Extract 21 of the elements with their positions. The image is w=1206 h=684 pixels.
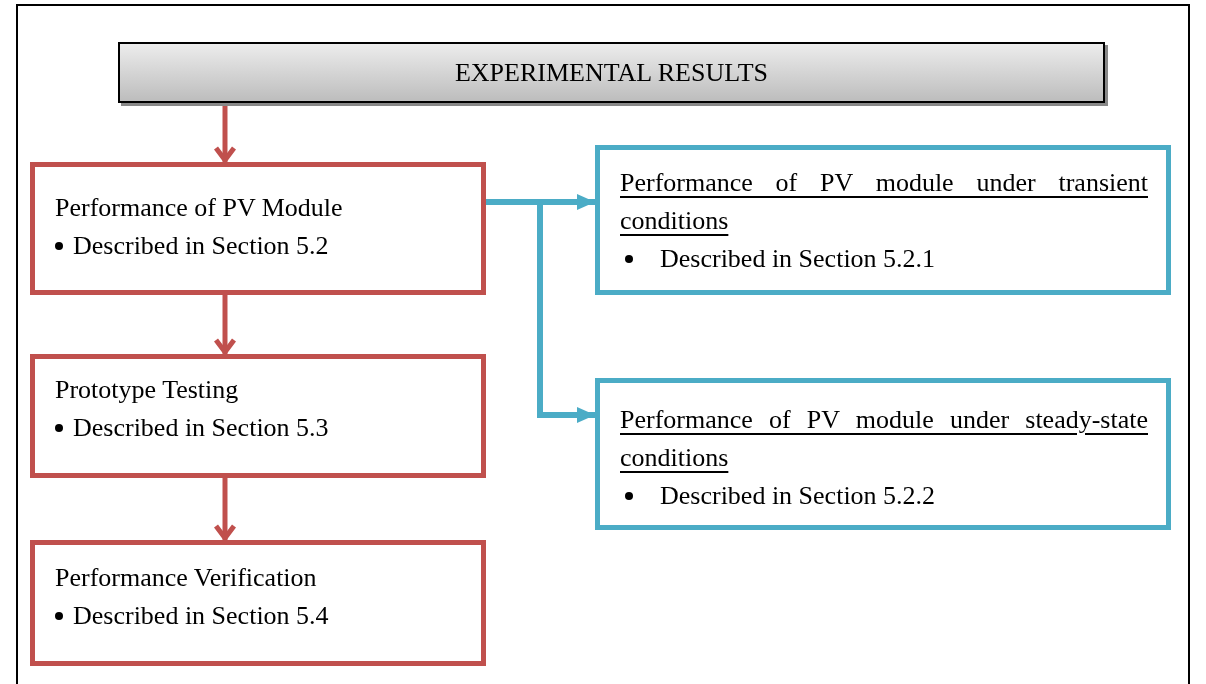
bullet-text: Described in Section 5.2	[73, 230, 329, 262]
box-heading: Performance of PV module under steady-state conditions	[620, 404, 1148, 474]
process-box	[30, 354, 486, 478]
box-heading: Performance of PV Module	[55, 192, 344, 224]
box-heading: Prototype Testing	[55, 374, 240, 406]
bullet-text: Described in Section 5.2.1	[660, 243, 936, 275]
bullet-text: Described in Section 5.2.2	[660, 480, 936, 512]
arrow	[213, 478, 237, 541]
bullet-text: Described in Section 5.3	[73, 412, 329, 444]
process-box	[595, 378, 1171, 530]
title-text: EXPERIMENTAL RESULTS	[454, 56, 769, 89]
arrow	[213, 295, 237, 355]
bullet-text: Described in Section 5.4	[73, 600, 329, 632]
title-box	[118, 42, 1105, 103]
box-heading: Performance Verification	[55, 562, 318, 594]
process-box	[30, 540, 486, 666]
process-box	[30, 162, 486, 295]
arrow	[486, 199, 595, 423]
process-box	[595, 145, 1171, 295]
arrow	[213, 103, 237, 163]
box-heading: Performance of PV module under transient conditions	[620, 167, 1148, 237]
